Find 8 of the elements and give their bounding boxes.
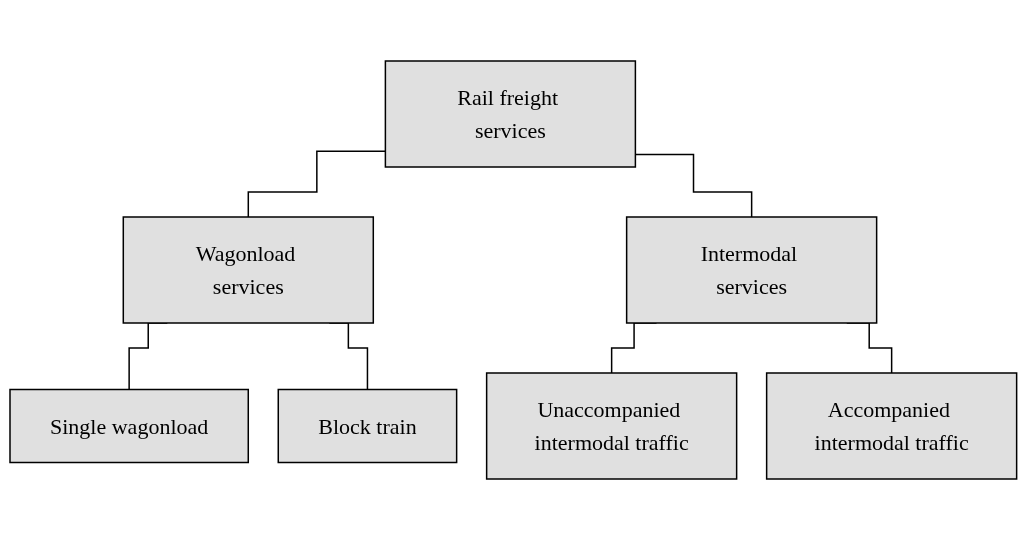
node-box: Rail freight services — [384, 60, 636, 168]
node-box: Unaccompanied intermodal traffic — [485, 372, 738, 480]
node-box: Wagonload services — [122, 216, 374, 324]
node-box: Accompanied intermodal traffic — [765, 372, 1018, 480]
node-box: Block train — [277, 388, 458, 464]
node-box: Single wagonload — [8, 388, 249, 464]
connector — [247, 150, 386, 218]
node-box: Intermodal services — [625, 216, 878, 324]
